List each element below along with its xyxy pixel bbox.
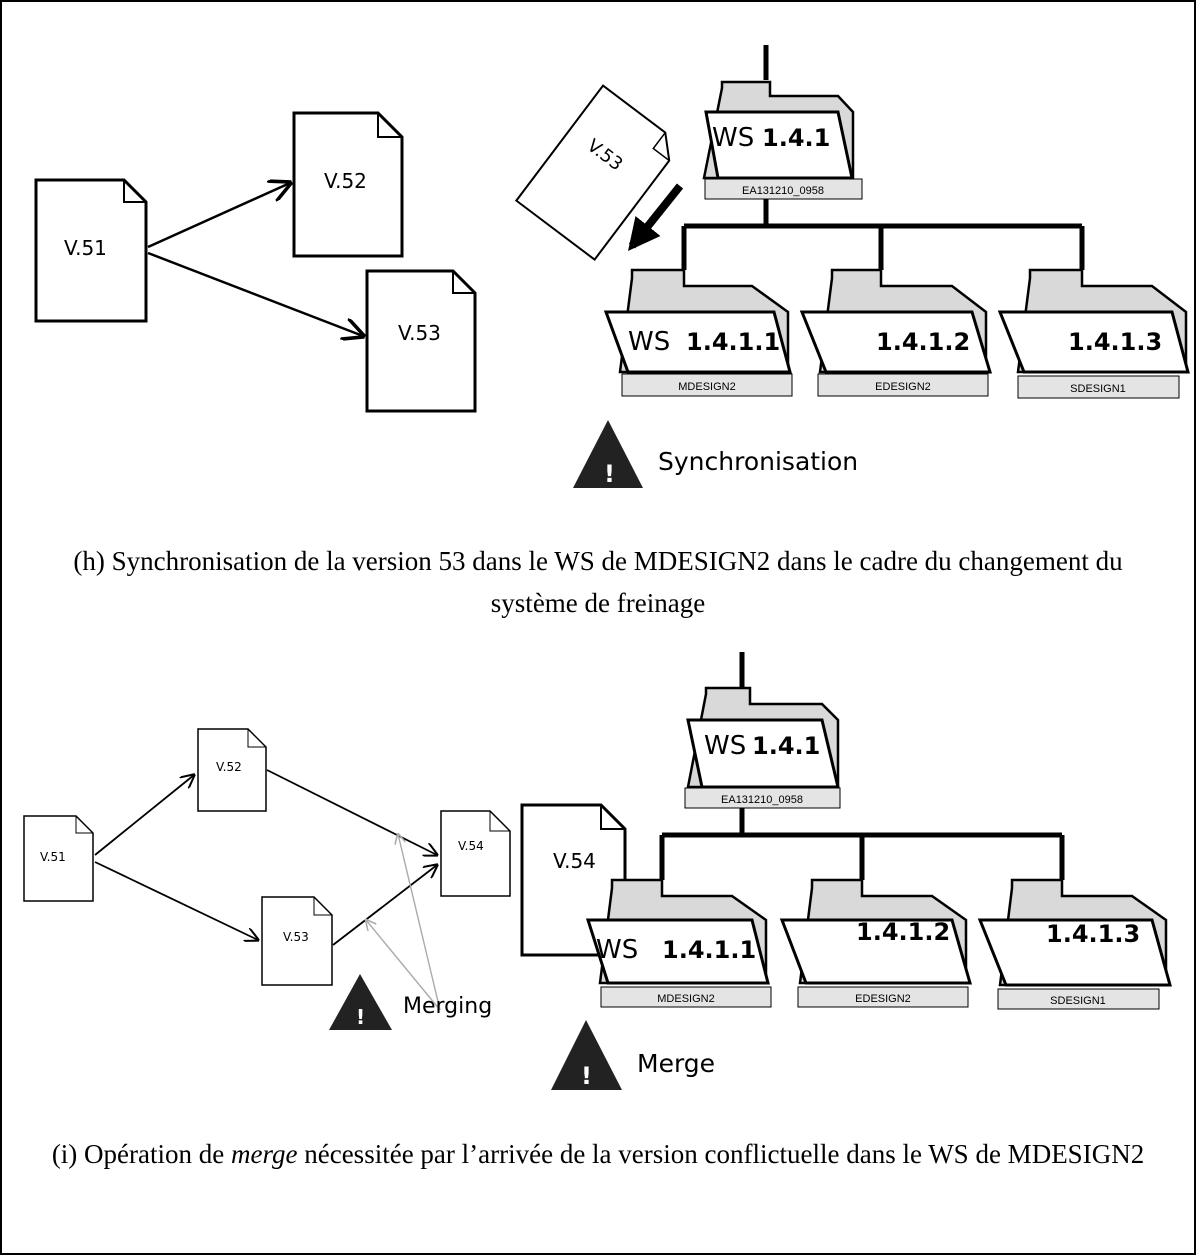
i-edge-v52-v54 xyxy=(266,769,437,855)
h-folder-child-3: 1.4.1.3 xyxy=(997,268,1190,374)
h-doc-v51-label: V.51 xyxy=(64,236,107,260)
caption-i-pre: (i) Opération de xyxy=(51,1139,231,1169)
i-pointer-lower xyxy=(366,920,441,1011)
h-root-tab-label: EA131210_0958 xyxy=(742,185,824,197)
i-edge-v51-v53 xyxy=(94,861,258,940)
i-warning-label: Merge xyxy=(637,1049,715,1078)
i-doc-v54-label: V.54 xyxy=(458,839,484,853)
i-c2-tab xyxy=(797,986,969,1008)
i-doc-v53: V.53 xyxy=(261,896,333,986)
h-warning-label: Synchronisation xyxy=(658,447,858,476)
i-doc-v52-label: V.52 xyxy=(216,760,242,774)
h-doc-v52: V.52 xyxy=(292,111,404,258)
i-root-tab-label: EA131210_0958 xyxy=(721,794,803,806)
h-c3-tab-label: SDESIGN1 xyxy=(1070,383,1126,395)
h-root-id: 1.4.1 xyxy=(762,124,830,152)
h-doc-v52-label: V.52 xyxy=(324,169,367,193)
h-c1-tab xyxy=(621,373,793,397)
i-merging-warning-icon: ! xyxy=(329,974,392,1030)
i-folder-child-1: WS 1.4.1.1 xyxy=(585,878,770,985)
i-doc-v52: V.52 xyxy=(197,728,267,812)
i-c1-id: 1.4.1.1 xyxy=(662,936,756,964)
i-c3-tab xyxy=(997,988,1160,1010)
i-root-ws: WS xyxy=(704,731,746,761)
h-doc-v53-label: V.53 xyxy=(398,321,441,345)
caption-h: (h) Synchronisation de la version 53 dan… xyxy=(73,546,1123,618)
h-doc-v53: V.53 xyxy=(365,269,477,413)
i-folder-root: WS 1.4.1 xyxy=(686,686,840,789)
i-edge-v53-v54 xyxy=(332,865,437,946)
i-c1-tab-label: MDESIGN2 xyxy=(657,993,714,1005)
h-edge-v51-v53 xyxy=(147,251,363,336)
h-sync-arrow xyxy=(628,183,684,251)
h-folder-child-2: 1.4.1.2 xyxy=(799,268,993,374)
i-c2-tab-label: EDESIGN2 xyxy=(855,993,911,1005)
i-c3-tab-label: SDESIGN1 xyxy=(1050,995,1106,1007)
i-warning-icon: ! xyxy=(551,1020,622,1090)
h-doc-v51: V.51 xyxy=(34,178,148,323)
i-doc-v54-big-label: V.54 xyxy=(553,849,596,873)
i-doc-v51-label: V.51 xyxy=(40,850,66,864)
h-root-tab xyxy=(704,178,863,200)
h-edge-v51-v52 xyxy=(147,183,290,249)
h-c1-id: 1.4.1.1 xyxy=(686,328,780,356)
h-c3-id: 1.4.1.3 xyxy=(1068,328,1162,356)
h-c1-ws: WS xyxy=(628,327,670,357)
h-root-ws: WS xyxy=(712,123,754,153)
i-c1-ws: WS xyxy=(596,935,638,965)
i-folder-child-3: 1.4.1.3 xyxy=(977,878,1172,987)
svg-text:!: ! xyxy=(604,460,615,488)
svg-text:!: ! xyxy=(581,1062,592,1090)
caption-i-post: nécessitée par l’arrivée de la version c… xyxy=(297,1139,1145,1169)
h-folder-root: WS 1.4.1 xyxy=(702,80,855,180)
h-folder-child-1: WS 1.4.1.1 xyxy=(603,268,792,374)
i-root-tab xyxy=(684,787,841,809)
i-c1-tab xyxy=(600,986,772,1008)
i-merging-label: Merging xyxy=(403,994,492,1019)
i-edge-v51-v52 xyxy=(94,775,194,856)
i-c2-id: 1.4.1.2 xyxy=(856,918,950,946)
i-doc-v54: V.54 xyxy=(440,810,511,897)
i-c3-id: 1.4.1.3 xyxy=(1046,920,1140,948)
svg-text:!: ! xyxy=(356,1005,365,1029)
h-c2-tab xyxy=(817,373,989,397)
i-pointer-upper xyxy=(398,834,441,1011)
i-doc-v53-label: V.53 xyxy=(283,930,309,944)
i-folder-child-2: 1.4.1.2 xyxy=(779,878,972,985)
h-warning-icon: ! xyxy=(573,420,643,488)
h-c2-id: 1.4.1.2 xyxy=(876,328,970,356)
h-c1-tab-label: MDESIGN2 xyxy=(678,381,735,393)
h-doc-v53-moving: V.53 xyxy=(514,84,671,261)
caption-i-em: merge xyxy=(231,1139,298,1169)
i-doc-v51: V.51 xyxy=(23,815,94,902)
h-c2-tab-label: EDESIGN2 xyxy=(875,381,931,393)
i-root-id: 1.4.1 xyxy=(752,732,820,760)
h-c3-tab xyxy=(1017,375,1180,399)
caption-i: (i) Opération de merge nécessitée par l’… xyxy=(40,1133,1156,1175)
